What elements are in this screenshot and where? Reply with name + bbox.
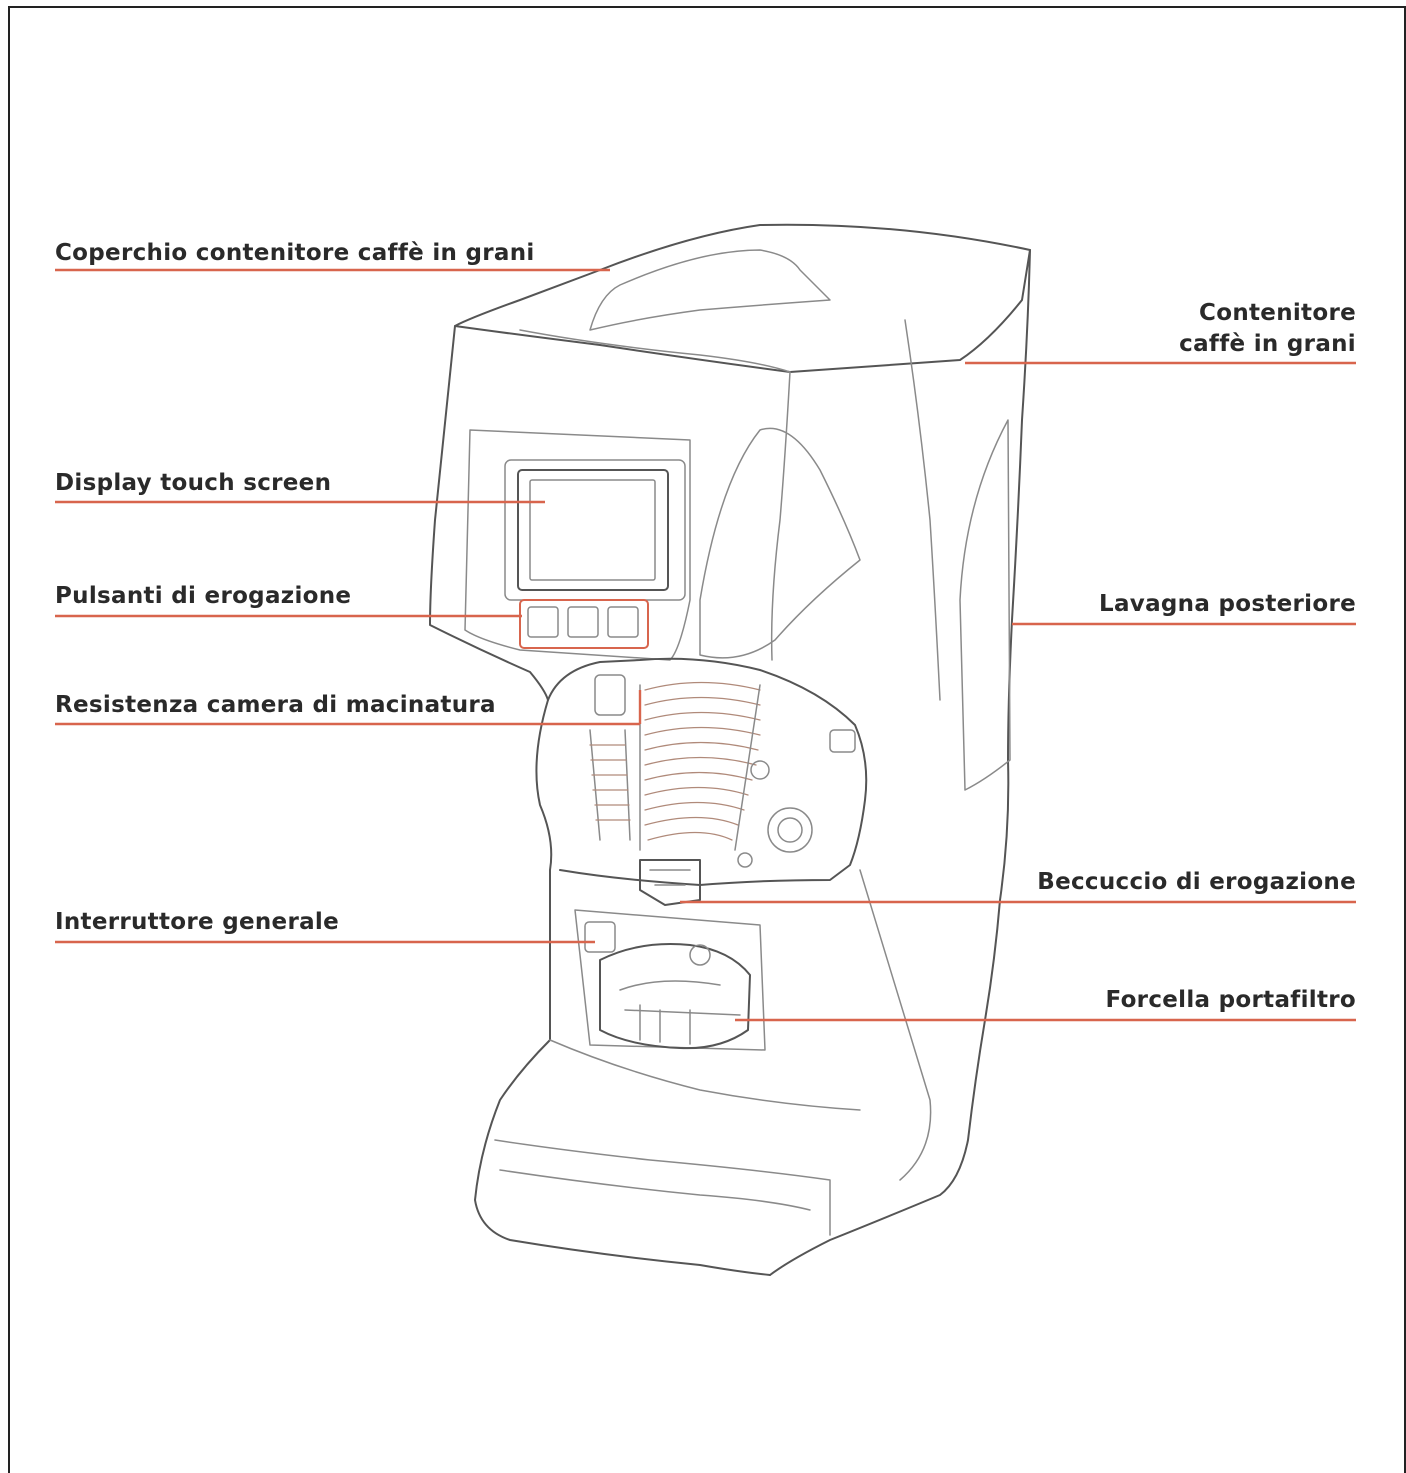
label-contenitore-line1: Contenitore <box>1199 300 1356 326</box>
grinding-chamber-heater <box>639 681 761 851</box>
dispense-buttons <box>519 599 649 649</box>
leader-lines <box>55 268 1356 1022</box>
grinder-body <box>429 223 1031 1276</box>
label-display: Display touch screen <box>55 470 332 496</box>
label-coperchio: Coperchio contenitore caffè in grani <box>55 240 535 266</box>
label-pulsanti: Pulsanti di erogazione <box>55 583 352 609</box>
label-forcella: Forcella portafiltro <box>1105 987 1356 1013</box>
portafilter-fork <box>599 943 751 1050</box>
label-contenitore-line2: caffè in grani <box>1179 331 1356 357</box>
label-beccuccio: Beccuccio di erogazione <box>1037 869 1356 895</box>
label-resistenza: Resistenza camera di macinatura <box>55 692 496 718</box>
label-interruttore: Interruttore generale <box>55 909 340 935</box>
label-lavagna: Lavagna posteriore <box>1099 591 1356 617</box>
figure-frame <box>8 6 1406 1473</box>
